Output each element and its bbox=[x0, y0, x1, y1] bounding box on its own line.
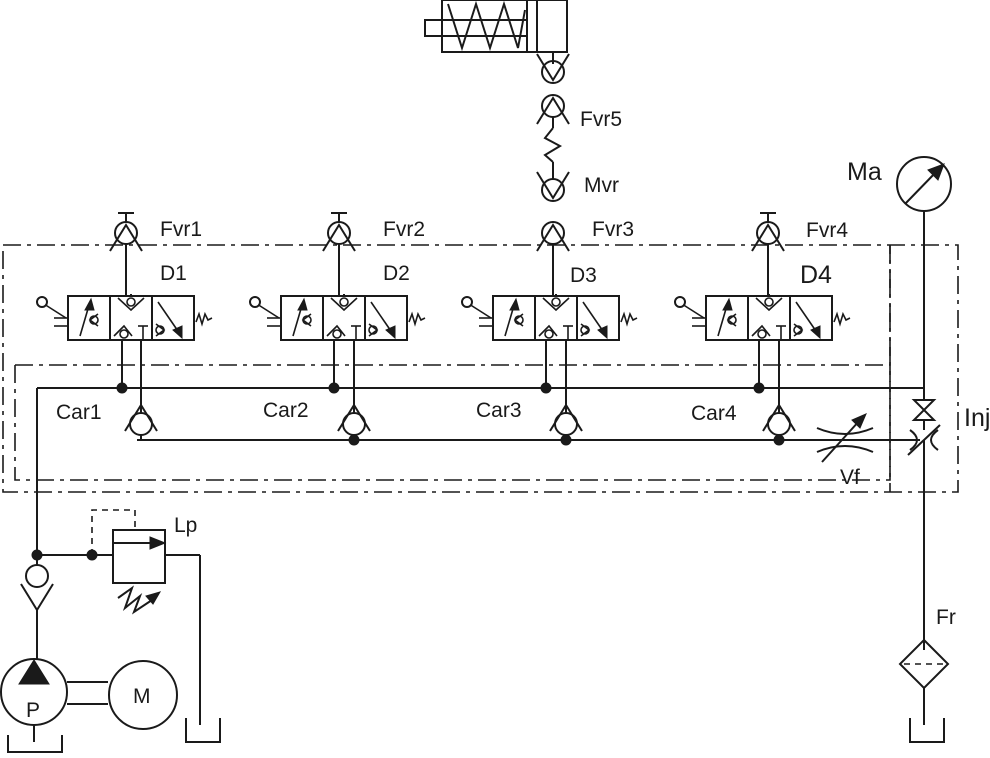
valve-body bbox=[67, 295, 195, 341]
labels: Fvr1 Fvr2 Fvr3 Fvr4 Fvr5 Mvr D1 D2 D3 D4… bbox=[26, 108, 990, 722]
label-d3: D3 bbox=[570, 264, 597, 287]
pressure-rail bbox=[36, 387, 920, 555]
tank-middle bbox=[185, 718, 221, 743]
inj-shutoff-valve bbox=[911, 399, 937, 430]
valve-body bbox=[492, 295, 620, 341]
lever-icon bbox=[681, 303, 705, 319]
coupling-shaft bbox=[67, 681, 108, 705]
car2-check-valve bbox=[337, 340, 371, 446]
label-car1: Car1 bbox=[56, 401, 102, 424]
spring-icon bbox=[408, 311, 426, 327]
label-vf: Vf bbox=[840, 466, 860, 489]
flexible-hose bbox=[543, 127, 563, 163]
label-d2: D2 bbox=[383, 262, 410, 285]
mvr-coupling bbox=[536, 171, 570, 252]
label-d4: D4 bbox=[800, 261, 832, 289]
label-fvr4: Fvr4 bbox=[806, 219, 848, 242]
fvr1-coupling bbox=[109, 212, 143, 296]
pump-p bbox=[0, 658, 68, 742]
car4-check-valve bbox=[762, 340, 796, 446]
fr-filter bbox=[898, 638, 950, 725]
label-ma: Ma bbox=[847, 158, 882, 186]
tank-left bbox=[7, 735, 63, 753]
pump-check-valve bbox=[20, 549, 54, 660]
vf-adjustable-throttle bbox=[816, 413, 874, 463]
spring-icon bbox=[833, 311, 851, 327]
valve-d2 bbox=[249, 294, 426, 341]
lever-icon bbox=[256, 303, 280, 319]
label-fvr5: Fvr5 bbox=[580, 108, 622, 131]
label-fvr3: Fvr3 bbox=[592, 218, 634, 241]
label-car4: Car4 bbox=[691, 402, 737, 425]
label-inj: Inj bbox=[964, 404, 990, 432]
main-enclosure bbox=[2, 244, 959, 493]
cylinder-supply-line bbox=[536, 52, 570, 296]
spring-icon bbox=[620, 311, 638, 327]
tank-right bbox=[909, 718, 945, 743]
valve-body bbox=[280, 295, 408, 341]
label-pump: P bbox=[26, 699, 40, 722]
label-fvr1: Fvr1 bbox=[160, 218, 202, 241]
valve-pressure-taps bbox=[116, 340, 765, 394]
label-mvr: Mvr bbox=[584, 174, 619, 197]
motor-m bbox=[108, 660, 178, 730]
car1-check-valve bbox=[124, 340, 158, 440]
lp-relief-valve bbox=[37, 509, 201, 725]
fvr4-coupling bbox=[751, 212, 785, 296]
lever-icon bbox=[43, 303, 67, 319]
valve-body bbox=[705, 295, 833, 341]
label-d1: D1 bbox=[160, 262, 187, 285]
spring-return-cylinder bbox=[424, 0, 568, 53]
directional-valves bbox=[36, 294, 851, 341]
inj-throttle bbox=[907, 424, 941, 650]
label-fr: Fr bbox=[936, 606, 956, 629]
fvr5-coupling bbox=[536, 53, 570, 125]
fvr2-coupling bbox=[322, 212, 356, 296]
car3-check-valve bbox=[549, 340, 583, 446]
valve-d4 bbox=[674, 294, 851, 341]
label-lp: Lp bbox=[174, 514, 197, 537]
valve-d1 bbox=[36, 294, 213, 341]
spring-icon bbox=[195, 311, 213, 327]
label-car2: Car2 bbox=[263, 399, 309, 422]
valve-d3 bbox=[461, 294, 638, 341]
car-check-valves bbox=[124, 340, 796, 446]
label-motor: M bbox=[133, 685, 151, 708]
label-fvr2: Fvr2 bbox=[383, 218, 425, 241]
lever-icon bbox=[468, 303, 492, 319]
label-car3: Car3 bbox=[476, 399, 522, 422]
ma-manometer bbox=[896, 156, 952, 400]
